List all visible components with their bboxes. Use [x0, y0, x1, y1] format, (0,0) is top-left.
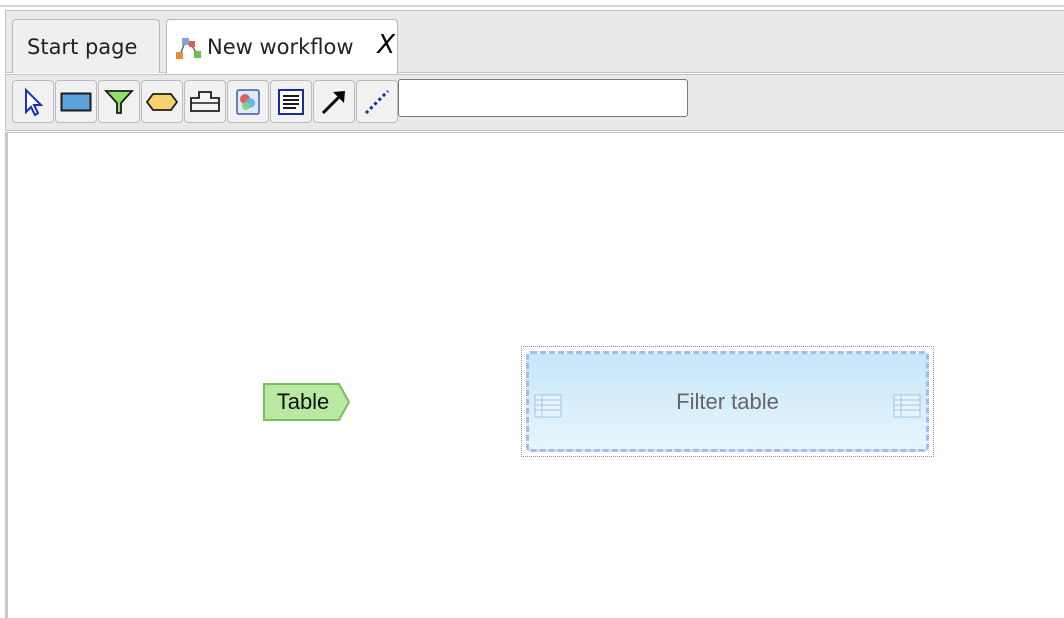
tab-bar: Start page New workflow X: [5, 10, 1064, 74]
table-input-port-icon[interactable]: [534, 394, 562, 422]
tab-start-page-label: Start page: [27, 34, 138, 59]
workflow-icon: [173, 32, 203, 62]
arrow-tool-button[interactable]: [313, 80, 355, 123]
image-node-icon: [233, 87, 263, 117]
close-tab-icon[interactable]: X: [377, 30, 395, 60]
toolbar-search-input[interactable]: [398, 79, 688, 117]
hexagon-node-icon: [146, 92, 178, 112]
filter-tool-button[interactable]: [98, 80, 140, 123]
table-node[interactable]: Table: [262, 382, 352, 422]
rectangle-tool-button[interactable]: [55, 80, 97, 123]
filter-table-node-body: Filter table: [526, 351, 929, 452]
workflow-canvas[interactable]: Table Filter table: [5, 132, 1064, 618]
output-tool-button[interactable]: [184, 80, 226, 123]
toolbar: [5, 74, 1064, 131]
document-tool-button[interactable]: [270, 80, 312, 123]
table-node-shape: [263, 383, 351, 421]
tab-new-workflow-label: New workflow: [207, 35, 354, 59]
table-node-label: Table: [276, 389, 330, 414]
filter-table-node-label: Filter table: [676, 388, 779, 414]
select-tool-button[interactable]: [12, 80, 54, 123]
window-top-divider: [0, 5, 1064, 7]
filter-table-node[interactable]: Filter table: [521, 346, 934, 457]
dashed-connector-icon: [362, 87, 392, 117]
table-output-port-icon[interactable]: [893, 394, 921, 422]
document-node-icon: [276, 87, 306, 117]
tab-start-page[interactable]: Start page: [12, 19, 160, 73]
output-node-icon: [189, 89, 221, 115]
hexagon-tool-button[interactable]: [141, 80, 183, 123]
filter-funnel-icon: [104, 89, 134, 115]
tab-new-workflow[interactable]: New workflow X: [166, 19, 398, 74]
image-tool-button[interactable]: [227, 80, 269, 123]
rectangle-node-icon: [60, 91, 92, 113]
select-pointer-icon: [20, 87, 46, 117]
dashed-connector-tool-button[interactable]: [356, 80, 398, 123]
arrow-connector-icon: [319, 87, 349, 117]
